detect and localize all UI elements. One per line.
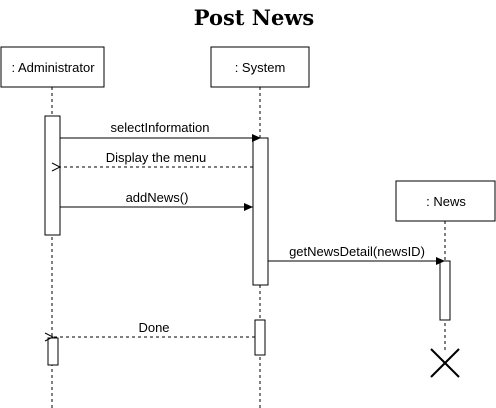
message-add-news-label: addNews(): [126, 190, 189, 205]
destroy-news-icon: [430, 348, 460, 378]
participant-system-label: : System: [235, 60, 286, 75]
message-get-news-detail-label: getNewsDetail(newsID): [289, 244, 425, 259]
activation-administrator-1: [44, 115, 61, 236]
message-get-news-detail: getNewsDetail(newsID): [268, 244, 445, 265]
participant-administrator-label: : Administrator: [11, 60, 95, 75]
participant-news: : News: [395, 180, 496, 222]
activation-news-1: [439, 260, 451, 321]
message-select-information-label: selectInformation: [111, 120, 210, 135]
participant-administrator: : Administrator: [0, 46, 105, 88]
message-select-information: selectInformation: [60, 120, 261, 142]
message-add-news: addNews(): [60, 190, 253, 211]
message-display-menu: Display the menu: [60, 150, 253, 167]
activation-administrator-2: [47, 337, 59, 366]
message-done-label: Done: [138, 320, 169, 335]
participant-system: : System: [210, 46, 310, 88]
message-done: Done: [53, 320, 255, 337]
diagram-title: Post News: [194, 5, 315, 30]
activation-system-1: [252, 137, 269, 286]
activation-system-2: [254, 319, 266, 356]
message-display-menu-label: Display the menu: [106, 150, 206, 165]
participant-news-label: : News: [426, 194, 466, 209]
